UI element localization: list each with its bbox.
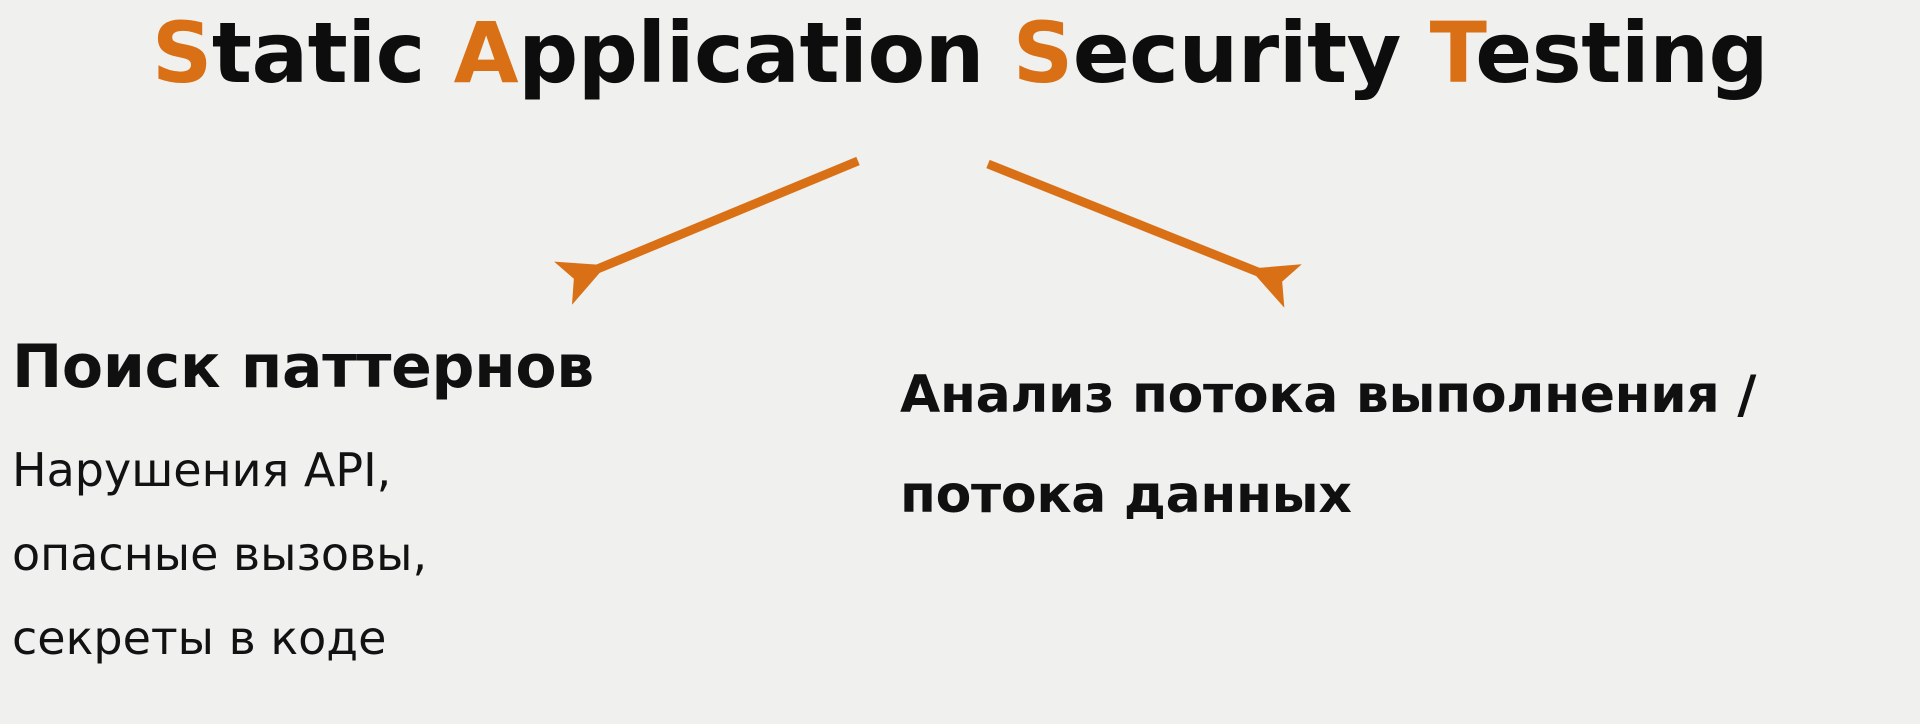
- left-branch-heading: Поиск паттернов: [12, 332, 594, 402]
- left-branch-body-line-1: Нарушения API,: [12, 443, 392, 497]
- title-part-application: pplication: [518, 4, 1013, 102]
- right-branch: Анализ потока выполнения / потока данных: [900, 345, 1920, 545]
- title-part-testing: esting: [1475, 4, 1769, 102]
- left-branch-body: Нарушения API, опасные вызовы, секреты в…: [12, 428, 712, 680]
- page-title: Static Application Security Testing: [0, 0, 1920, 108]
- title-part-static: tatic: [211, 4, 454, 102]
- title-part-highlight-s1: S: [151, 4, 213, 102]
- title-part-security: ecurity: [1072, 4, 1430, 102]
- left-branch-body-line-3: секреты в коде: [12, 611, 387, 665]
- arrow-to-left-branch: [554, 156, 860, 305]
- arrow-to-right-branch: [986, 159, 1302, 308]
- title-part-highlight-s2: S: [1012, 4, 1074, 102]
- title-part-highlight-a: A: [453, 4, 519, 102]
- title-part-highlight-t: T: [1429, 4, 1476, 102]
- left-branch: Поиск паттернов Нарушения API, опасные в…: [12, 330, 712, 680]
- right-branch-heading-line-2: потока данных: [900, 465, 1352, 525]
- right-branch-heading-line-1: Анализ потока выполнения /: [900, 365, 1757, 425]
- left-branch-body-line-2: опасные вызовы,: [12, 527, 428, 581]
